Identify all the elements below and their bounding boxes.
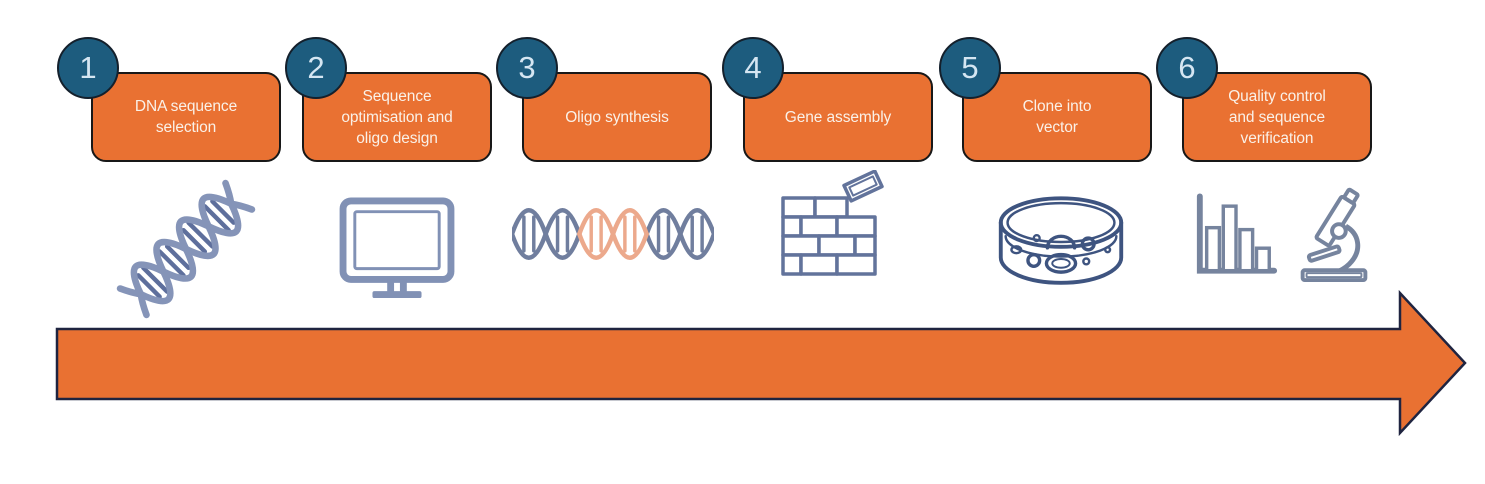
- dna-helix-icon: [115, 178, 257, 325]
- step-label-5: Clone into vector: [1022, 98, 1092, 136]
- step-label-1: DNA sequence selection: [134, 98, 238, 136]
- microscope-icon: [1300, 187, 1368, 283]
- step-box-6: Quality control and sequence verificatio…: [1182, 72, 1372, 162]
- qc-icons-group: [1192, 185, 1374, 283]
- step-number-badge-3: 3: [496, 37, 558, 99]
- step-number-badge-6: 6: [1156, 37, 1218, 99]
- computer-monitor-icon: [338, 196, 456, 305]
- step-number-badge-4: 4: [722, 37, 784, 99]
- step-label-3: Oligo synthesis: [565, 108, 669, 126]
- dna-strand-icon: [509, 204, 717, 269]
- bar-chart-icon: [1196, 193, 1278, 274]
- brick-wall-icon: [770, 169, 890, 285]
- step-label-2: Sequence optimisation and oligo design: [341, 87, 453, 147]
- step-number-badge-5: 5: [939, 37, 1001, 99]
- petri-dish-icon: [993, 193, 1129, 296]
- step-label-6: Quality control and sequence verificatio…: [1228, 87, 1326, 147]
- step-label-4: Gene assembly: [784, 108, 892, 126]
- step-box-3: Oligo synthesis: [522, 72, 712, 162]
- step-number-badge-2: 2: [285, 37, 347, 99]
- step-box-1: DNA sequence selection: [91, 72, 281, 162]
- step-number-badge-1: 1: [57, 37, 119, 99]
